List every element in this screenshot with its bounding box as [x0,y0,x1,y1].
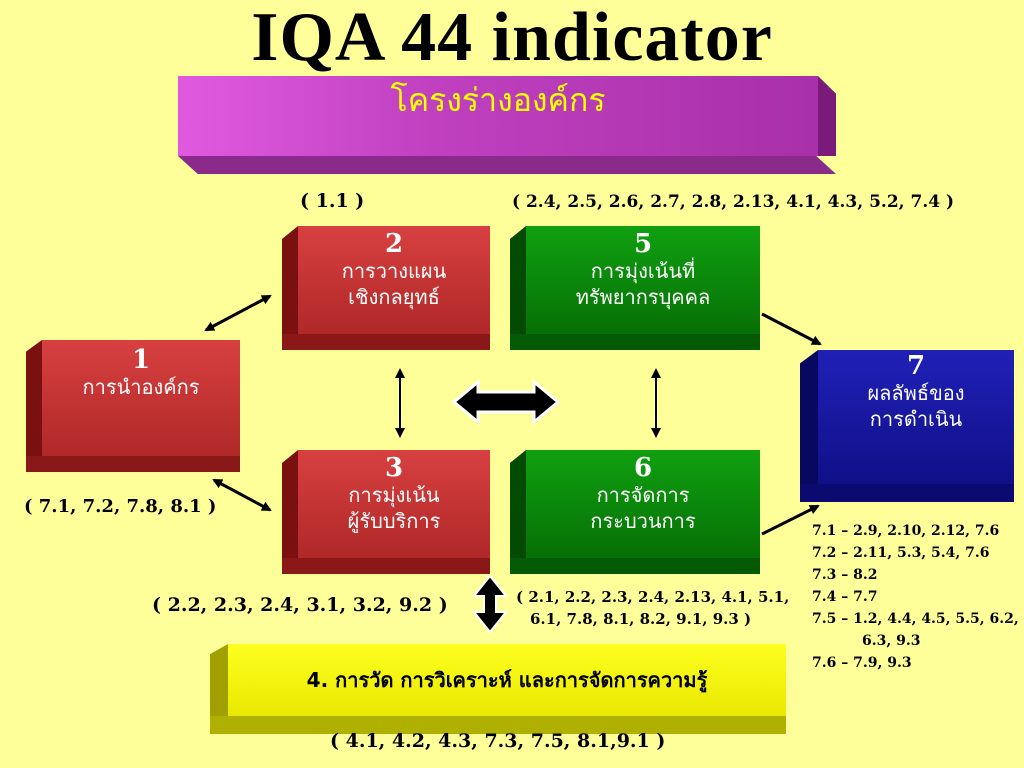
box-3-number: 3 [384,453,404,483]
box-4-label: 4. การวัด การวิเคราะห์ และการจัดการความร… [306,668,708,692]
box-4-measurement-analysis: 4. การวัด การวิเคราะห์ และการจัดการความร… [210,644,786,734]
box-7-line2: การดำเนิน [869,407,963,431]
results-list: 7.1 – 2.9, 2.10, 2.12, 7.6 7.2 – 2.11, 5… [812,520,1024,674]
arrow-6-7 [761,504,820,536]
header-box-organization-profile: โครงร่างองค์กร [178,76,836,174]
ref-box-6-line1: ( 2.1, 2.2, 2.3, 2.4, 2.13, 4.1, 5.1, [516,588,790,606]
box-2-line1: การวางแผน [341,259,447,283]
box-5-line1: การมุ่งเน้นที่ [590,259,696,283]
box-3-customer-focus: 3 การมุ่งเน้น ผู้รับบริการ [282,450,490,574]
header-box-label: โครงร่างองค์กร [390,81,606,119]
arrow-5-7 [761,312,822,346]
box-5-workforce-focus: 5 การมุ่งเน้นที่ ทรัพยากรบุคคล [510,226,760,350]
results-item: 7.1 – 2.9, 2.10, 2.12, 7.6 [812,523,1000,539]
page-title: IQA 44 indicator [251,0,773,76]
box-3-line1: การมุ่งเน้น [348,483,440,507]
ref-box-2: ( 1.1 ) [300,190,365,212]
box-7-results: 7 ผลลัพธ์ของ การดำเนิน [800,350,1014,502]
box-1-leadership: 1 การนำองค์กร [26,340,240,472]
ref-box-6-line2: 6.1, 7.8, 8.1, 8.2, 9.1, 9.3 ) [530,610,752,628]
box-6-line1: การจัดการ [596,483,690,507]
box-3-line2: ผู้รับบริการ [347,509,441,533]
box-1-number: 1 [131,345,151,375]
box-2-line2: เชิงกลยุทธ์ [348,285,440,309]
ref-box-1: ( 7.1, 7.2, 7.8, 8.1 ) [24,496,217,517]
results-item: 6.3, 9.3 [862,633,921,649]
box-5-line2: ทรัพยากรบุคคล [575,285,711,309]
arrow-1-3 [212,478,272,512]
arrow-center-double [451,378,561,426]
box-5-number: 5 [633,229,653,259]
box-6-line2: กระบวนการ [590,509,696,533]
results-item: 7.4 – 7.7 [812,589,878,605]
ref-box-5: ( 2.4, 2.5, 2.6, 2.7, 2.8, 2.13, 4.1, 4.… [512,192,955,212]
arrow-vertical-box4 [471,574,509,634]
box-2-strategic-planning: 2 การวางแผน เชิงกลยุทธ์ [282,226,490,350]
results-item: 7.3 – 8.2 [812,567,878,583]
box-6-process-management: 6 การจัดการ กระบวนการ [510,450,760,574]
box-7-number: 7 [906,351,926,381]
ref-box-4: ( 4.1, 4.2, 4.3, 7.3, 7.5, 8.1,9.1 ) [330,730,666,752]
box-1-label: การนำองค์กร [82,375,200,399]
box-7-line1: ผลลัพธ์ของ [867,381,965,405]
box-2-number: 2 [384,229,404,259]
ref-box-3: ( 2.2, 2.3, 2.4, 3.1, 3.2, 9.2 ) [152,594,448,616]
results-item: 7.5 – 1.2, 4.4, 4.5, 5.5, 6.2, [812,611,1019,627]
results-item: 7.6 – 7.9, 9.3 [812,655,912,671]
results-item: 7.2 – 2.11, 5.3, 5.4, 7.6 [812,545,990,561]
box-6-number: 6 [633,453,653,483]
arrow-1-2 [204,294,272,332]
